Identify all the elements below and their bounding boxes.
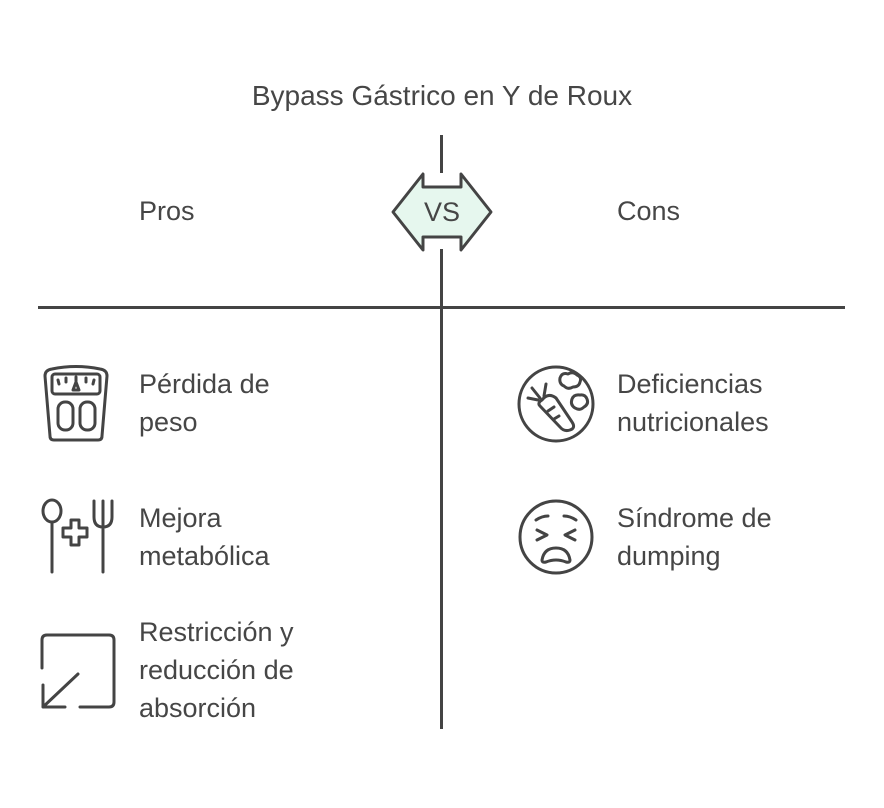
distressed-face-icon xyxy=(518,499,594,575)
pro-item-metabolic-improvement: Mejora metabólica xyxy=(139,503,270,571)
con-item-dumping-syndrome: Síndrome de dumping xyxy=(617,503,772,571)
pro-item-weight-loss: Pérdida de peso xyxy=(139,369,270,437)
utensils-health-icon xyxy=(41,498,114,574)
vegetables-icon xyxy=(517,365,595,443)
vs-badge xyxy=(391,172,493,252)
shrink-arrow-icon xyxy=(40,633,116,709)
scale-icon xyxy=(43,365,109,442)
pros-heading: Pros xyxy=(139,196,195,226)
con-item-nutritional-deficiencies: Deficiencias nutricionales xyxy=(617,369,769,437)
diagram-title: Bypass Gástrico en Y de Roux xyxy=(251,80,633,111)
divider-horizontal xyxy=(38,306,845,309)
cons-heading: Cons xyxy=(617,196,681,226)
vs-label: VS xyxy=(423,197,461,227)
divider-vertical xyxy=(440,249,443,729)
divider-vertical-top xyxy=(440,135,443,173)
pro-item-absorption-restriction: Restricción y reducción de absorción xyxy=(139,617,294,723)
